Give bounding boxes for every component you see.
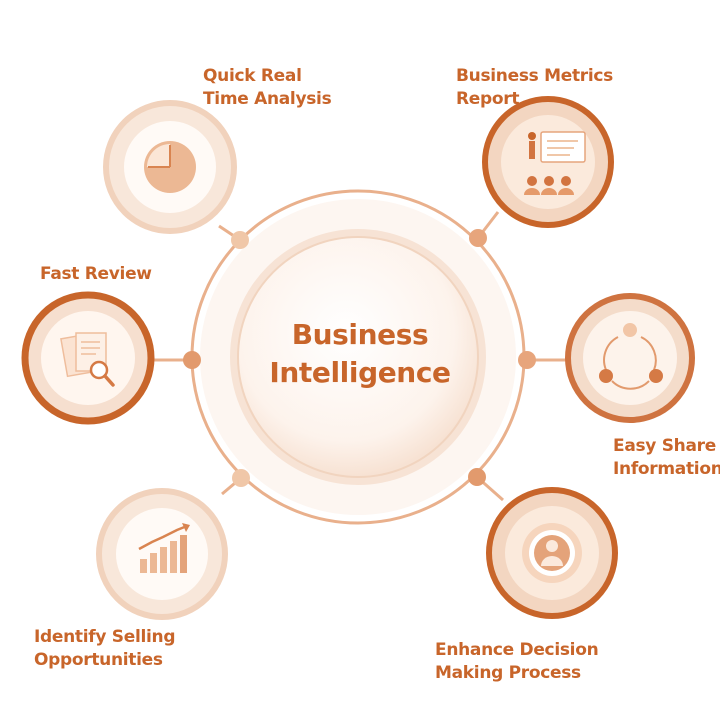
label-quick-real-time-analysis: Quick Real Time Analysis [203, 65, 332, 111]
label-easy-share-information: Easy Share Information [613, 435, 720, 481]
label-line1: Identify Selling [34, 627, 176, 647]
label-line1: Business Metrics [456, 66, 613, 86]
junction-dots [183, 229, 536, 487]
dot-quick-real-time-analysis [231, 231, 249, 249]
dot-fast-review [183, 351, 201, 369]
node-easy-share-information[interactable] [565, 293, 695, 423]
label-identify-selling-opportunities: Identify Selling Opportunities [34, 626, 176, 672]
center-title: Business Intelligence [250, 316, 470, 392]
label-business-metrics-report: Business Metrics Report [456, 65, 613, 111]
label-line2: Opportunities [34, 650, 163, 670]
center-title-line2: Intelligence [269, 356, 451, 389]
share-cycle-icon [599, 323, 663, 390]
clock-icon [144, 141, 196, 193]
presentation-audience-icon [524, 131, 586, 195]
label-line1: Fast Review [40, 264, 152, 284]
label-line2: Information [613, 459, 720, 479]
dot-business-metrics-report [469, 229, 487, 247]
dot-identify-selling-opportunities [232, 469, 250, 487]
user-target-icon [522, 523, 582, 583]
label-line2: Time Analysis [203, 89, 332, 109]
node-identify-selling-opportunities[interactable] [96, 488, 228, 620]
node-enhance-decision-making-process[interactable] [486, 487, 618, 619]
dot-easy-share-information [518, 351, 536, 369]
label-line2: Making Process [435, 663, 581, 683]
document-magnifier-icon [60, 332, 115, 387]
label-enhance-decision-making-process: Enhance Decision Making Process [435, 639, 599, 685]
label-line2: Report [456, 89, 520, 109]
node-business-metrics-report[interactable] [482, 96, 614, 228]
label-fast-review: Fast Review [40, 263, 152, 286]
node-quick-real-time-analysis[interactable] [103, 100, 237, 234]
label-line1: Easy Share [613, 436, 716, 456]
center-disc [237, 236, 479, 478]
center-title-line1: Business [291, 318, 429, 351]
label-line1: Quick Real [203, 66, 302, 86]
dot-enhance-decision-making-process [468, 468, 486, 486]
label-line1: Enhance Decision [435, 640, 599, 660]
growth-chart-icon [138, 523, 190, 573]
node-fast-review[interactable] [21, 291, 155, 425]
